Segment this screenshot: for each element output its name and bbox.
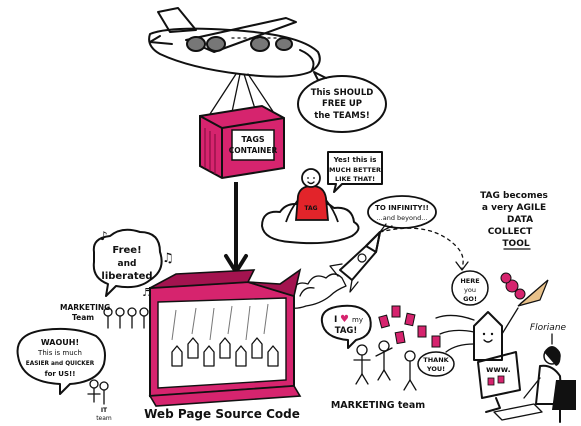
container-label-line1: TAGS — [241, 135, 265, 144]
marketing-left-line2: Team — [72, 313, 94, 322]
heart-icon: ♥ — [340, 314, 349, 325]
tags-container: TAGS CONTAINER — [199, 104, 285, 180]
plane-speech-line3: the TEAMS! — [314, 111, 369, 121]
man-on-cloud: TAG — [261, 168, 360, 245]
shirt-label: TAG — [304, 205, 317, 212]
svg-text:♫: ♫ — [162, 251, 174, 266]
infinity-speech-line1: TO INFINITY!! — [375, 204, 429, 212]
cloud-icon — [261, 200, 360, 245]
tag-character: HERE you GO! — [435, 270, 549, 361]
plane-speech-line2: FREE UP — [322, 99, 362, 109]
waouh-line2: This is much — [37, 349, 82, 357]
cloudman-speech-bubble: Yes! this is MUCH BETTER LIKE THAT! — [327, 151, 383, 193]
marketing-bottom-label: MARKETING team — [331, 400, 425, 411]
free-line3: liberated — [101, 271, 152, 282]
container-label-line2: CONTAINER — [229, 146, 278, 155]
trajectory-arrowhead — [455, 261, 469, 271]
music-note-icon: ♪ ♫ ♬ — [100, 229, 174, 299]
container-cables — [209, 73, 277, 117]
tagline-line1: TAG becomes — [480, 191, 548, 201]
here-line1: HERE — [460, 277, 479, 285]
it-team-line2: team — [96, 415, 112, 422]
marketing-team-bottom: I ♥ my TAG! THANK YOU! MARKETING tea — [320, 304, 455, 411]
waouh-speech-bubble: WAOUH! This is much EASIER and QUICKER f… — [16, 327, 106, 395]
box-caption: Web Page Source Code — [144, 407, 300, 421]
waouh-line3: EASIER and QUICKER — [26, 361, 95, 367]
tagline: TAG becomes a very AGILE DATA COLLECT TO… — [480, 191, 548, 250]
cloudman-speech-line3: LIKE THAT! — [335, 175, 375, 183]
computer-screen: www. — [477, 351, 543, 421]
love-line3: TAG! — [335, 326, 358, 336]
cloudman-speech-line1: Yes! this is — [333, 156, 377, 164]
free-liberated-bubble: Free! and liberated — [92, 228, 163, 297]
thank-line2: YOU! — [426, 365, 445, 373]
free-line1: Free! — [112, 245, 141, 256]
plane-speech-line1: This SHOULD — [311, 88, 374, 98]
web-page-box: Web Page Source Code — [144, 268, 302, 421]
tagline-line5: TOOL — [502, 239, 529, 249]
airplane-icon — [148, 7, 321, 78]
drop-arrow — [224, 182, 248, 276]
floriane-figure: Floriane — [523, 323, 576, 423]
svg-text:♪: ♪ — [100, 229, 108, 243]
tagline-line2: a very AGILE — [482, 203, 546, 213]
it-team-line1: IT — [101, 407, 108, 414]
marketing-left-line1: MARKETING — [60, 303, 110, 312]
ice-cream-icon — [500, 272, 549, 307]
infinity-speech-bubble: TO INFINITY!! ...and beyond... — [367, 195, 437, 233]
waouh-line1: WAOUH! — [41, 338, 79, 347]
thank-line1: THANK — [423, 356, 449, 364]
cloudman-speech-line2: MUCH BETTER — [329, 166, 381, 174]
here-line3: GO! — [463, 295, 477, 303]
here-line2: you — [464, 286, 476, 294]
rocket-trajectory — [379, 227, 464, 269]
www-label: www. — [486, 365, 511, 374]
marketing-team-left: MARKETING Team — [60, 303, 149, 329]
love-line1: I — [334, 315, 337, 325]
plane-speech-bubble: This SHOULD FREE UP the TEAMS! — [297, 71, 387, 133]
svg-text:♬: ♬ — [142, 286, 152, 299]
free-line2: and — [118, 259, 137, 269]
infinity-speech-line2: ...and beyond... — [377, 214, 428, 222]
rocket-icon — [329, 231, 381, 293]
tagline-line3: DATA — [507, 215, 533, 225]
floriane-name: Floriane — [530, 323, 567, 333]
it-team: IT team — [87, 379, 112, 422]
waouh-line4: for US!! — [45, 370, 76, 378]
tagline-line4: COLLECT — [488, 227, 533, 237]
love-line2: my — [352, 316, 363, 324]
